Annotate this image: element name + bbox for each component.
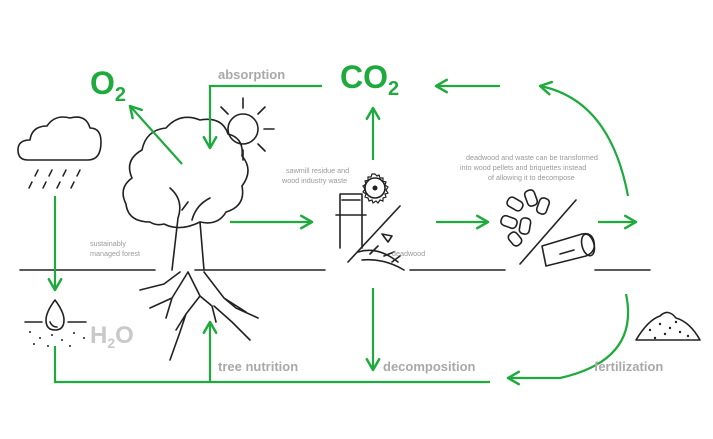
arrow-tree-to-o2 (130, 106, 182, 164)
decomposition-label: decomposition (383, 359, 476, 374)
h2o-label: H2O (90, 322, 134, 351)
sustainably-label-1: sustainably (90, 239, 126, 248)
log-icon (542, 233, 597, 266)
h2o-sub: 2 (107, 335, 115, 351)
sawmill-label-2: wood industry waste (281, 176, 347, 185)
sun-icon (221, 98, 274, 160)
water-drop-icon (25, 300, 86, 347)
o2-label: O2 (90, 65, 126, 106)
co2-co: CO (340, 59, 388, 95)
sustainably-label-2: managed forest (90, 249, 140, 258)
soil-pile-icon (636, 312, 700, 340)
transform-label-3: of allowing it to decompose (488, 173, 575, 182)
tree-nutrition-label: tree nutrition (218, 359, 298, 374)
tree-icon (123, 117, 258, 360)
sawmill-chair-icon (336, 174, 400, 262)
cycle-arrows (55, 86, 636, 382)
h2o-o: O (115, 322, 134, 349)
o2-o: O (90, 65, 115, 101)
cloud-rain-icon (18, 117, 101, 188)
fertilization-label: fertilization (594, 359, 663, 374)
deadwood-label: deadwood (392, 249, 425, 258)
sawmill-label-1: sawmill residue and (286, 166, 349, 175)
h2o-h: H (90, 322, 107, 349)
transform-label-1: deadwood and waste can be transformed (466, 153, 598, 162)
transform-label-2: into wood pellets and briquettes instead (460, 163, 586, 172)
co2-sub: 2 (388, 78, 399, 100)
absorption-label: absorption (218, 67, 285, 82)
arrow-absorption (210, 86, 322, 148)
o2-sub: 2 (115, 84, 126, 106)
co2-label: CO2 (340, 59, 399, 100)
